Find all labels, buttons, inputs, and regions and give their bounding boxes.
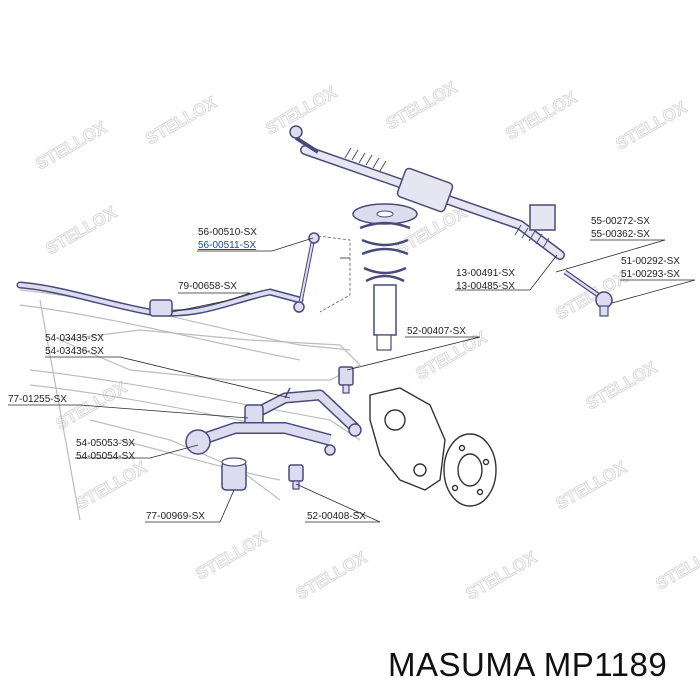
control-arm-bushing [221, 457, 247, 491]
part-label-79-00658: 79-00658-SX [178, 281, 237, 292]
watermark-logo-3: STELLOX [383, 77, 461, 133]
footer-part-number: MP1189 [543, 646, 668, 683]
part-label-54-05054: 54-05054-SX [76, 451, 135, 462]
watermark-logo-16: STELLOX [193, 527, 271, 583]
part-label-56-00510: 56-00510-SX [198, 227, 257, 238]
steering-rack [300, 145, 565, 260]
watermark-logo-6: STELLOX [43, 202, 121, 258]
ball-joint-upper [338, 366, 354, 394]
steering-knuckle [369, 387, 446, 491]
stabilizer-bushing [149, 299, 173, 317]
part-label-55-00272: 55-00272-SX [591, 216, 650, 227]
watermark-logo-15: STELLOX [653, 537, 700, 593]
tie-rod-end-left [289, 125, 320, 154]
leader-lines [8, 237, 696, 523]
part-label-51-00293: 51-00293-SX [621, 269, 680, 280]
wheel-hub [443, 433, 497, 507]
watermark-logo-5: STELLOX [613, 97, 691, 153]
part-label-13-00485: 13-00485-SX [456, 281, 515, 292]
watermark-logo-17: STELLOX [463, 547, 541, 603]
part-label-55-00362: 55-00362-SX [591, 229, 650, 240]
part-label-77-01255: 77-01255-SX [8, 394, 67, 405]
part-label-13-00491: 13-00491-SX [456, 268, 515, 279]
ball-joint-lower [288, 464, 304, 490]
watermark-logo-14: STELLOX [553, 457, 631, 513]
stabilizer-link [293, 232, 351, 313]
part-label-54-03435: 54-03435-SX [45, 333, 104, 344]
watermark-logo-9: STELLOX [53, 377, 131, 433]
control-arm-lower [185, 422, 336, 456]
control-arm-upper [244, 387, 362, 437]
part-label-56-00511: 56-00511-SX [198, 240, 257, 251]
watermark-logo-13: STELLOX [293, 547, 371, 603]
part-label-51-00292: 51-00292-SX [621, 256, 680, 267]
footer-brand: MASUMA [388, 646, 535, 683]
watermark-logo-12: STELLOX [73, 457, 151, 513]
watermark-logo-1: STELLOX [143, 92, 221, 148]
part-label-52-00407: 52-00407-SX [407, 326, 466, 337]
part-label-52-00408: 52-00408-SX [307, 511, 366, 522]
part-label-54-05053: 54-05053-SX [76, 438, 135, 449]
tie-rod-end-right [563, 269, 613, 317]
strut-assembly [352, 203, 418, 351]
watermark-logo-0: STELLOX [33, 117, 111, 173]
footer-caption: MASUMA MP1189 [388, 646, 667, 684]
part-label-77-00969: 77-00969-SX [146, 511, 205, 522]
watermark-logo-4: STELLOX [503, 87, 581, 143]
part-label-54-03436: 54-03436-SX [45, 346, 104, 357]
watermark-logo-8: STELLOX [553, 267, 631, 323]
watermark-logo-11: STELLOX [583, 357, 661, 413]
stabilizer-bar [16, 281, 304, 317]
